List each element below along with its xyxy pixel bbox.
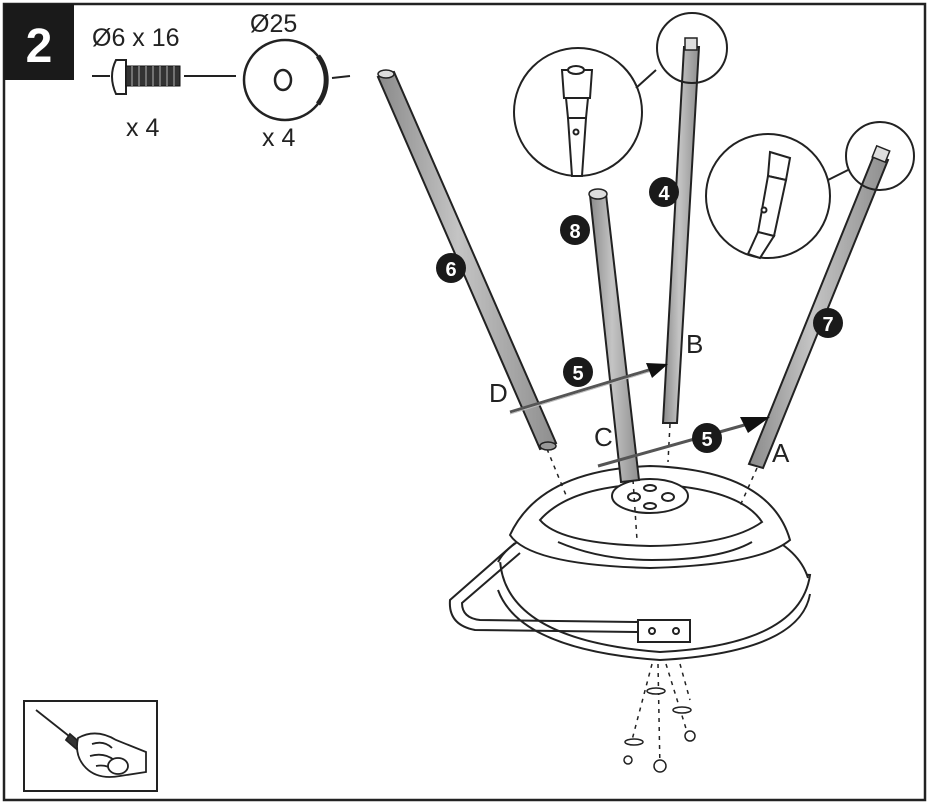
- step-number-block: 2: [4, 4, 74, 80]
- part-badge-8-label: 8: [569, 221, 580, 243]
- washer-hardware: Ø25 x 4: [242, 10, 351, 152]
- detail-circle-leg-4: [513, 12, 728, 177]
- bottom-hardware: [623, 663, 696, 773]
- part-badge-8: 8: [560, 215, 590, 245]
- part-badge-5-right: 5: [692, 423, 722, 453]
- bolt-icon: [111, 59, 181, 95]
- part-badge-7: 7: [813, 308, 843, 338]
- detail-circle-leg-7: [705, 121, 915, 260]
- part-badge-7-label: 7: [822, 314, 833, 336]
- side-handle: [448, 542, 691, 643]
- bolt-qty-label: x 4: [126, 114, 159, 142]
- leg-alignment-lines: [546, 423, 758, 541]
- point-label-b: B: [686, 329, 703, 359]
- washer-icon: [242, 38, 329, 122]
- washer-qty-label: x 4: [262, 124, 295, 152]
- bolt-size-label: Ø6 x 16: [92, 24, 180, 52]
- point-label-a: A: [772, 438, 790, 468]
- part-badge-4-label: 4: [658, 183, 670, 205]
- part-badge-4: 4: [649, 177, 679, 207]
- grill-base-bowl: [497, 464, 812, 662]
- bolt-icon: [623, 687, 696, 773]
- bolt-hardware: Ø6 x 16 x 4: [92, 24, 236, 142]
- point-label-d: D: [489, 378, 508, 408]
- part-badge-6-label: 6: [445, 259, 456, 281]
- tool-box: [23, 700, 158, 792]
- washer-size-label: Ø25: [250, 10, 297, 38]
- part-badge-5-left-label: 5: [572, 363, 583, 385]
- leg-4: [661, 37, 701, 424]
- part-badge-5-right-label: 5: [701, 429, 712, 451]
- part-badge-5-left: 5: [563, 357, 593, 387]
- step-number: 2: [26, 20, 53, 73]
- crossbar-left: [509, 363, 668, 415]
- part-badge-6: 6: [436, 253, 466, 283]
- leg-6: [376, 69, 558, 451]
- screwdriver-hand-icon: [35, 709, 147, 778]
- crossbar-right: [597, 417, 770, 468]
- point-label-c: C: [594, 422, 613, 452]
- leg-8: [588, 188, 641, 484]
